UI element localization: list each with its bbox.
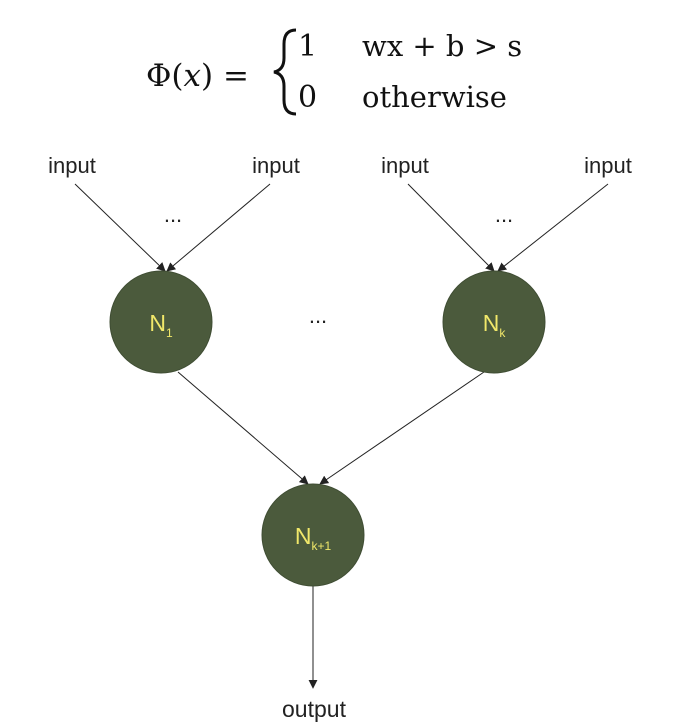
formula-case1-value: 1 xyxy=(298,29,317,64)
node-nk-label: Nk xyxy=(483,310,507,340)
activation-formula: Φ(x) = 1 wx + b > s 0 otherwise xyxy=(146,28,522,116)
node-nk1: Nk+1 xyxy=(261,483,365,587)
formula-brace xyxy=(273,28,297,116)
input-label-1: input xyxy=(48,153,96,178)
input-label-2: input xyxy=(252,153,300,178)
edge-input2-n1 xyxy=(166,183,271,272)
node-n1: N1 xyxy=(109,270,213,374)
formula-case2-value: 0 xyxy=(298,80,317,115)
edge-input3-nk xyxy=(407,183,495,272)
formula-lhs: Φ(x) = xyxy=(146,58,249,94)
node-n1-label: N1 xyxy=(149,310,173,340)
formula-case1-condition: wx + b > s xyxy=(362,29,522,63)
input-label-4: input xyxy=(584,153,632,178)
ellipsis-left-inputs: ... xyxy=(164,202,182,227)
node-nk: Nk xyxy=(442,270,546,374)
edge-input1-n1 xyxy=(74,183,166,272)
node-n1-circle xyxy=(109,270,213,374)
formula-case2-condition: otherwise xyxy=(362,80,507,114)
edge-input4-nk xyxy=(497,183,609,272)
input-labels: input input input input ... ... ... outp… xyxy=(48,153,632,722)
output-label: output xyxy=(282,696,347,722)
input-label-3: input xyxy=(381,153,429,178)
edge-nk-nk1 xyxy=(319,371,485,485)
edges xyxy=(74,183,609,689)
node-nk1-circle xyxy=(261,483,365,587)
ellipsis-middle-nodes: ... xyxy=(309,303,327,328)
ellipsis-right-inputs: ... xyxy=(495,202,513,227)
edge-n1-nk1 xyxy=(177,371,309,485)
node-nk-circle xyxy=(442,270,546,374)
node-nk1-label: Nk+1 xyxy=(295,523,332,553)
